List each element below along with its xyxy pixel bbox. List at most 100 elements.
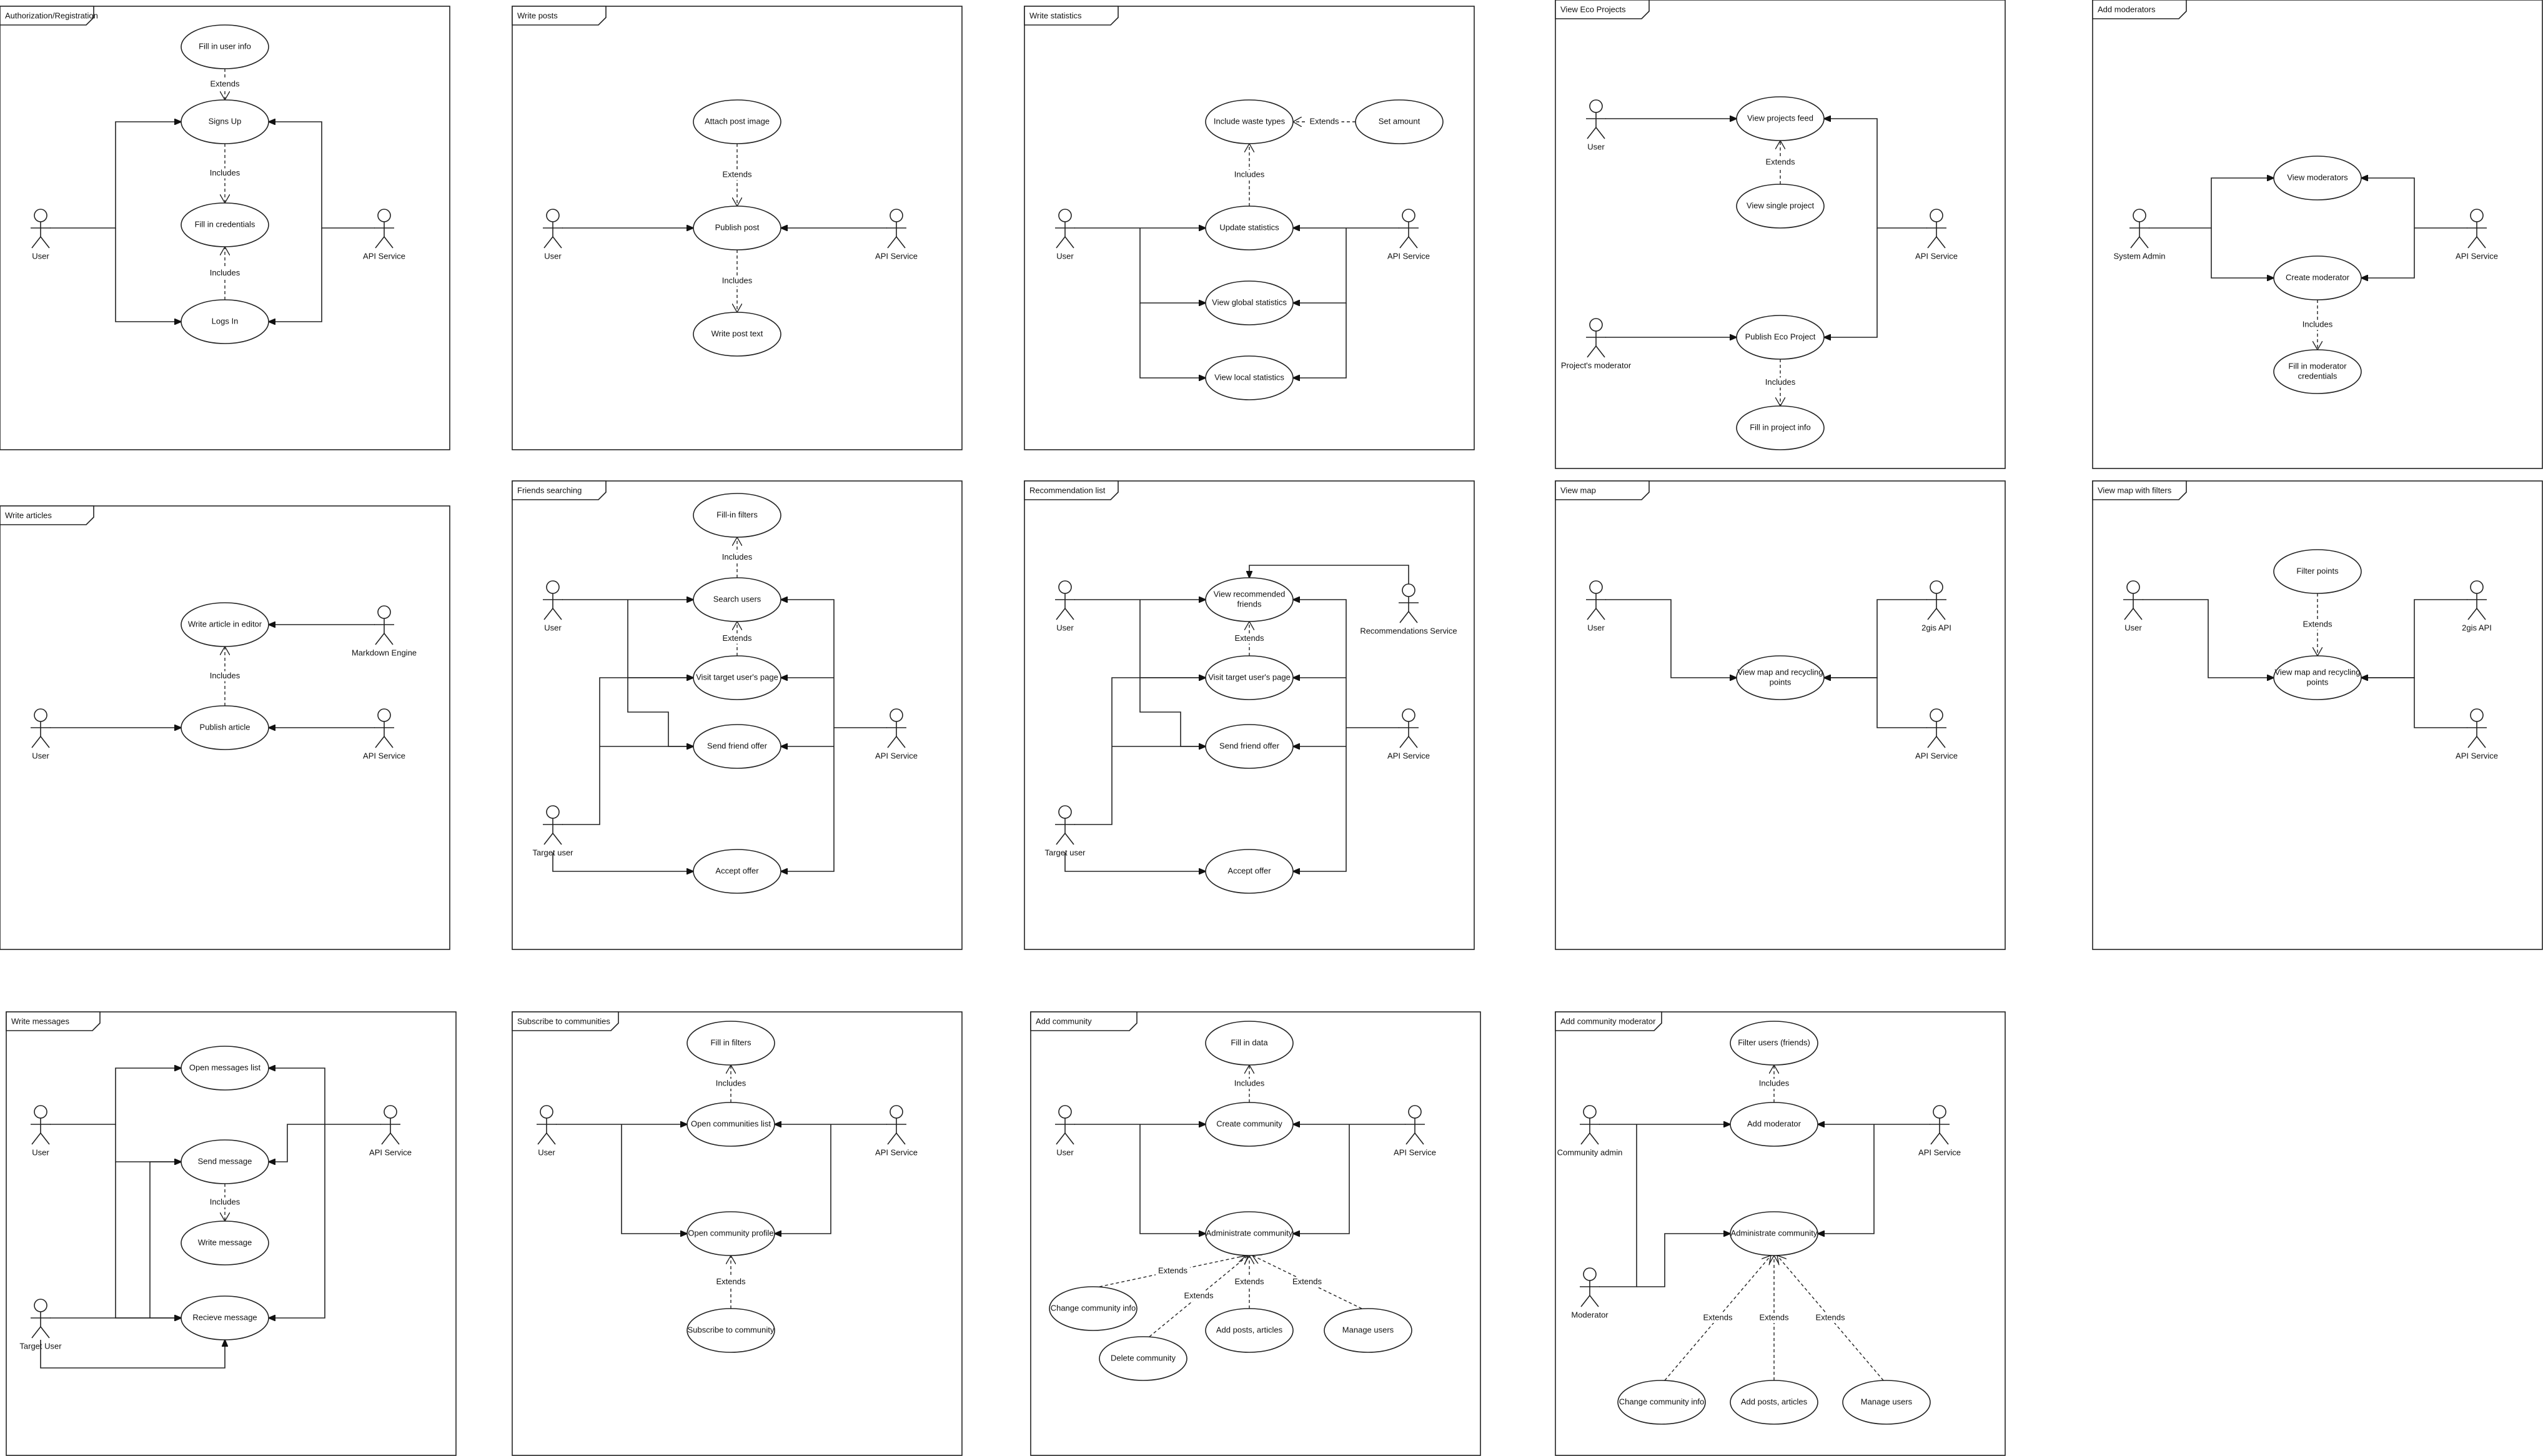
- actor-label: API Service: [875, 1147, 918, 1157]
- association-line: [1293, 600, 1399, 728]
- use-case-label: Signs Up: [209, 116, 242, 126]
- uc-open-messages-list: Open messages list: [181, 1046, 269, 1091]
- use-case-label: View map and recycling: [1737, 667, 1823, 676]
- frame-title: Subscribe to communities: [517, 1016, 610, 1026]
- association-line: [2361, 228, 2415, 278]
- uc-recieve-message: Recieve message: [181, 1295, 269, 1340]
- association-line: [1139, 1124, 1206, 1234]
- actor-label: Recommendations Service: [1360, 626, 1457, 635]
- uc-view-local-statistics: View local statistics: [1205, 355, 1294, 400]
- uc-fill-user-info: Fill in user info: [181, 24, 269, 69]
- diagram-frame: View map: [1555, 480, 2006, 950]
- actor-label: API Service: [1394, 1147, 1436, 1157]
- diagram-frame: View Eco Projects: [1555, 0, 2006, 469]
- actor-api-service: API Service: [1394, 1105, 1436, 1157]
- actor-target-user: Target user: [1044, 805, 1086, 857]
- relation-text: Extends: [723, 633, 752, 643]
- uc-send-friend-offer: Send friend offer: [693, 724, 781, 769]
- diagram-frame: Write articles: [0, 505, 450, 950]
- dependency-label: Includes: [1761, 377, 1800, 388]
- dependency-label: Extends: [1290, 1277, 1324, 1287]
- actor-label: User: [544, 251, 562, 260]
- use-case-label: Filter users (friends): [1738, 1038, 1810, 1047]
- uc-fill-in-data: Fill in data: [1205, 1021, 1294, 1066]
- uc-update-statistics: Update statistics: [1205, 206, 1294, 250]
- uc-fill-credentials: Fill in credentials: [181, 202, 269, 247]
- use-case-label: Include waste types: [1214, 116, 1286, 126]
- association-line: [1637, 1234, 1730, 1287]
- use-case-label: Manage users: [1861, 1397, 1913, 1406]
- uc-manage-users: Manage users: [1842, 1380, 1931, 1425]
- actor-label: Project's moderator: [1561, 360, 1632, 370]
- uc-publish-article: Publish article: [181, 705, 269, 750]
- lines-layer: [40, 69, 2467, 1381]
- dependency-line: [1777, 1255, 1884, 1381]
- actor-label: Community admin: [1557, 1147, 1623, 1157]
- uc-add-posts-articles: Add posts, articles: [1730, 1380, 1818, 1425]
- uc-attach-post-image: Attach post image: [693, 99, 781, 144]
- actor-label: User: [1056, 1147, 1074, 1157]
- relation-text: Extends: [211, 79, 240, 88]
- relation-text: Extends: [1292, 1277, 1322, 1286]
- actor-api-service: API Service: [875, 209, 918, 260]
- uc-write-article-in-editor: Write article in editor: [181, 602, 269, 647]
- diagram-frame: Write statistics: [1024, 6, 1475, 450]
- actor-user: User: [543, 209, 563, 260]
- relation-text: Extends: [1184, 1290, 1214, 1300]
- frame-title: Write messages: [11, 1016, 69, 1026]
- use-case-label: Add posts, articles: [1216, 1325, 1283, 1334]
- relation-text: Extends: [1766, 157, 1795, 166]
- use-case-label: points: [1770, 677, 1792, 686]
- association-line: [1074, 678, 1206, 825]
- diagram-frame: Add moderators: [2092, 0, 2543, 469]
- actor-user: User: [31, 209, 51, 260]
- actor-api-service: API Service: [875, 708, 918, 760]
- dependency-label: Includes: [206, 1197, 244, 1207]
- association-line: [1824, 599, 1927, 678]
- diagram-frame: Add community: [1030, 1011, 1481, 1456]
- dependency-label: Extends: [2300, 619, 2335, 630]
- uc-administrate-community: Administrate community: [1205, 1211, 1294, 1256]
- actor-user: User: [31, 1105, 51, 1157]
- use-case-label: Write post text: [711, 329, 763, 338]
- actor-markdown-engine: Markdown Engine: [352, 605, 417, 657]
- association-line: [1139, 303, 1206, 378]
- uc-change-community-info: Change community info: [1049, 1286, 1138, 1331]
- use-case-label: Send friend offer: [707, 741, 768, 750]
- actor-target-user: Target user: [532, 805, 573, 857]
- diagram-frame: Friends searching: [512, 480, 963, 950]
- relation-text: Extends: [716, 1277, 746, 1286]
- actor-label: System Admin: [2113, 251, 2165, 260]
- use-case-label: Accept offer: [1227, 866, 1271, 875]
- use-case-label: credentials: [2298, 371, 2337, 380]
- uc-visit-target-users-page: Visit target user's page: [693, 655, 781, 700]
- relation-text: Extends: [1816, 1312, 1845, 1322]
- actor-api-service: API Service: [2456, 708, 2498, 760]
- association-line: [2361, 178, 2467, 229]
- use-case-label: View moderators: [2287, 172, 2348, 182]
- actor-label: User: [32, 1147, 49, 1157]
- relation-text: Includes: [722, 552, 753, 562]
- use-case-label: Administrate community: [1731, 1228, 1818, 1237]
- dependency-label: Extends: [1813, 1312, 1848, 1323]
- association-line: [1605, 599, 1737, 678]
- association-line: [781, 728, 835, 871]
- actor-target-user: Target User: [19, 1299, 62, 1350]
- actor-api-service: API Service: [363, 209, 405, 260]
- uc-manage-users: Manage users: [1324, 1308, 1412, 1353]
- actor-label: API Service: [2456, 751, 2498, 760]
- relation-text: Includes: [1234, 1078, 1265, 1087]
- uc-add-posts-articles: Add posts, articles: [1205, 1308, 1294, 1353]
- dependency-label: Extends: [713, 1277, 748, 1287]
- frame-title: Write articles: [5, 510, 52, 520]
- actor-user: User: [31, 708, 51, 760]
- dependency-label: Extends: [1232, 633, 1267, 644]
- uc-view-projects-feed: View projects feed: [1736, 96, 1825, 141]
- frame-title: Write statistics: [1029, 11, 1082, 20]
- actor-label: API Service: [1918, 1147, 1961, 1157]
- relation-text: Includes: [722, 275, 753, 285]
- dependency-label: Includes: [206, 671, 244, 681]
